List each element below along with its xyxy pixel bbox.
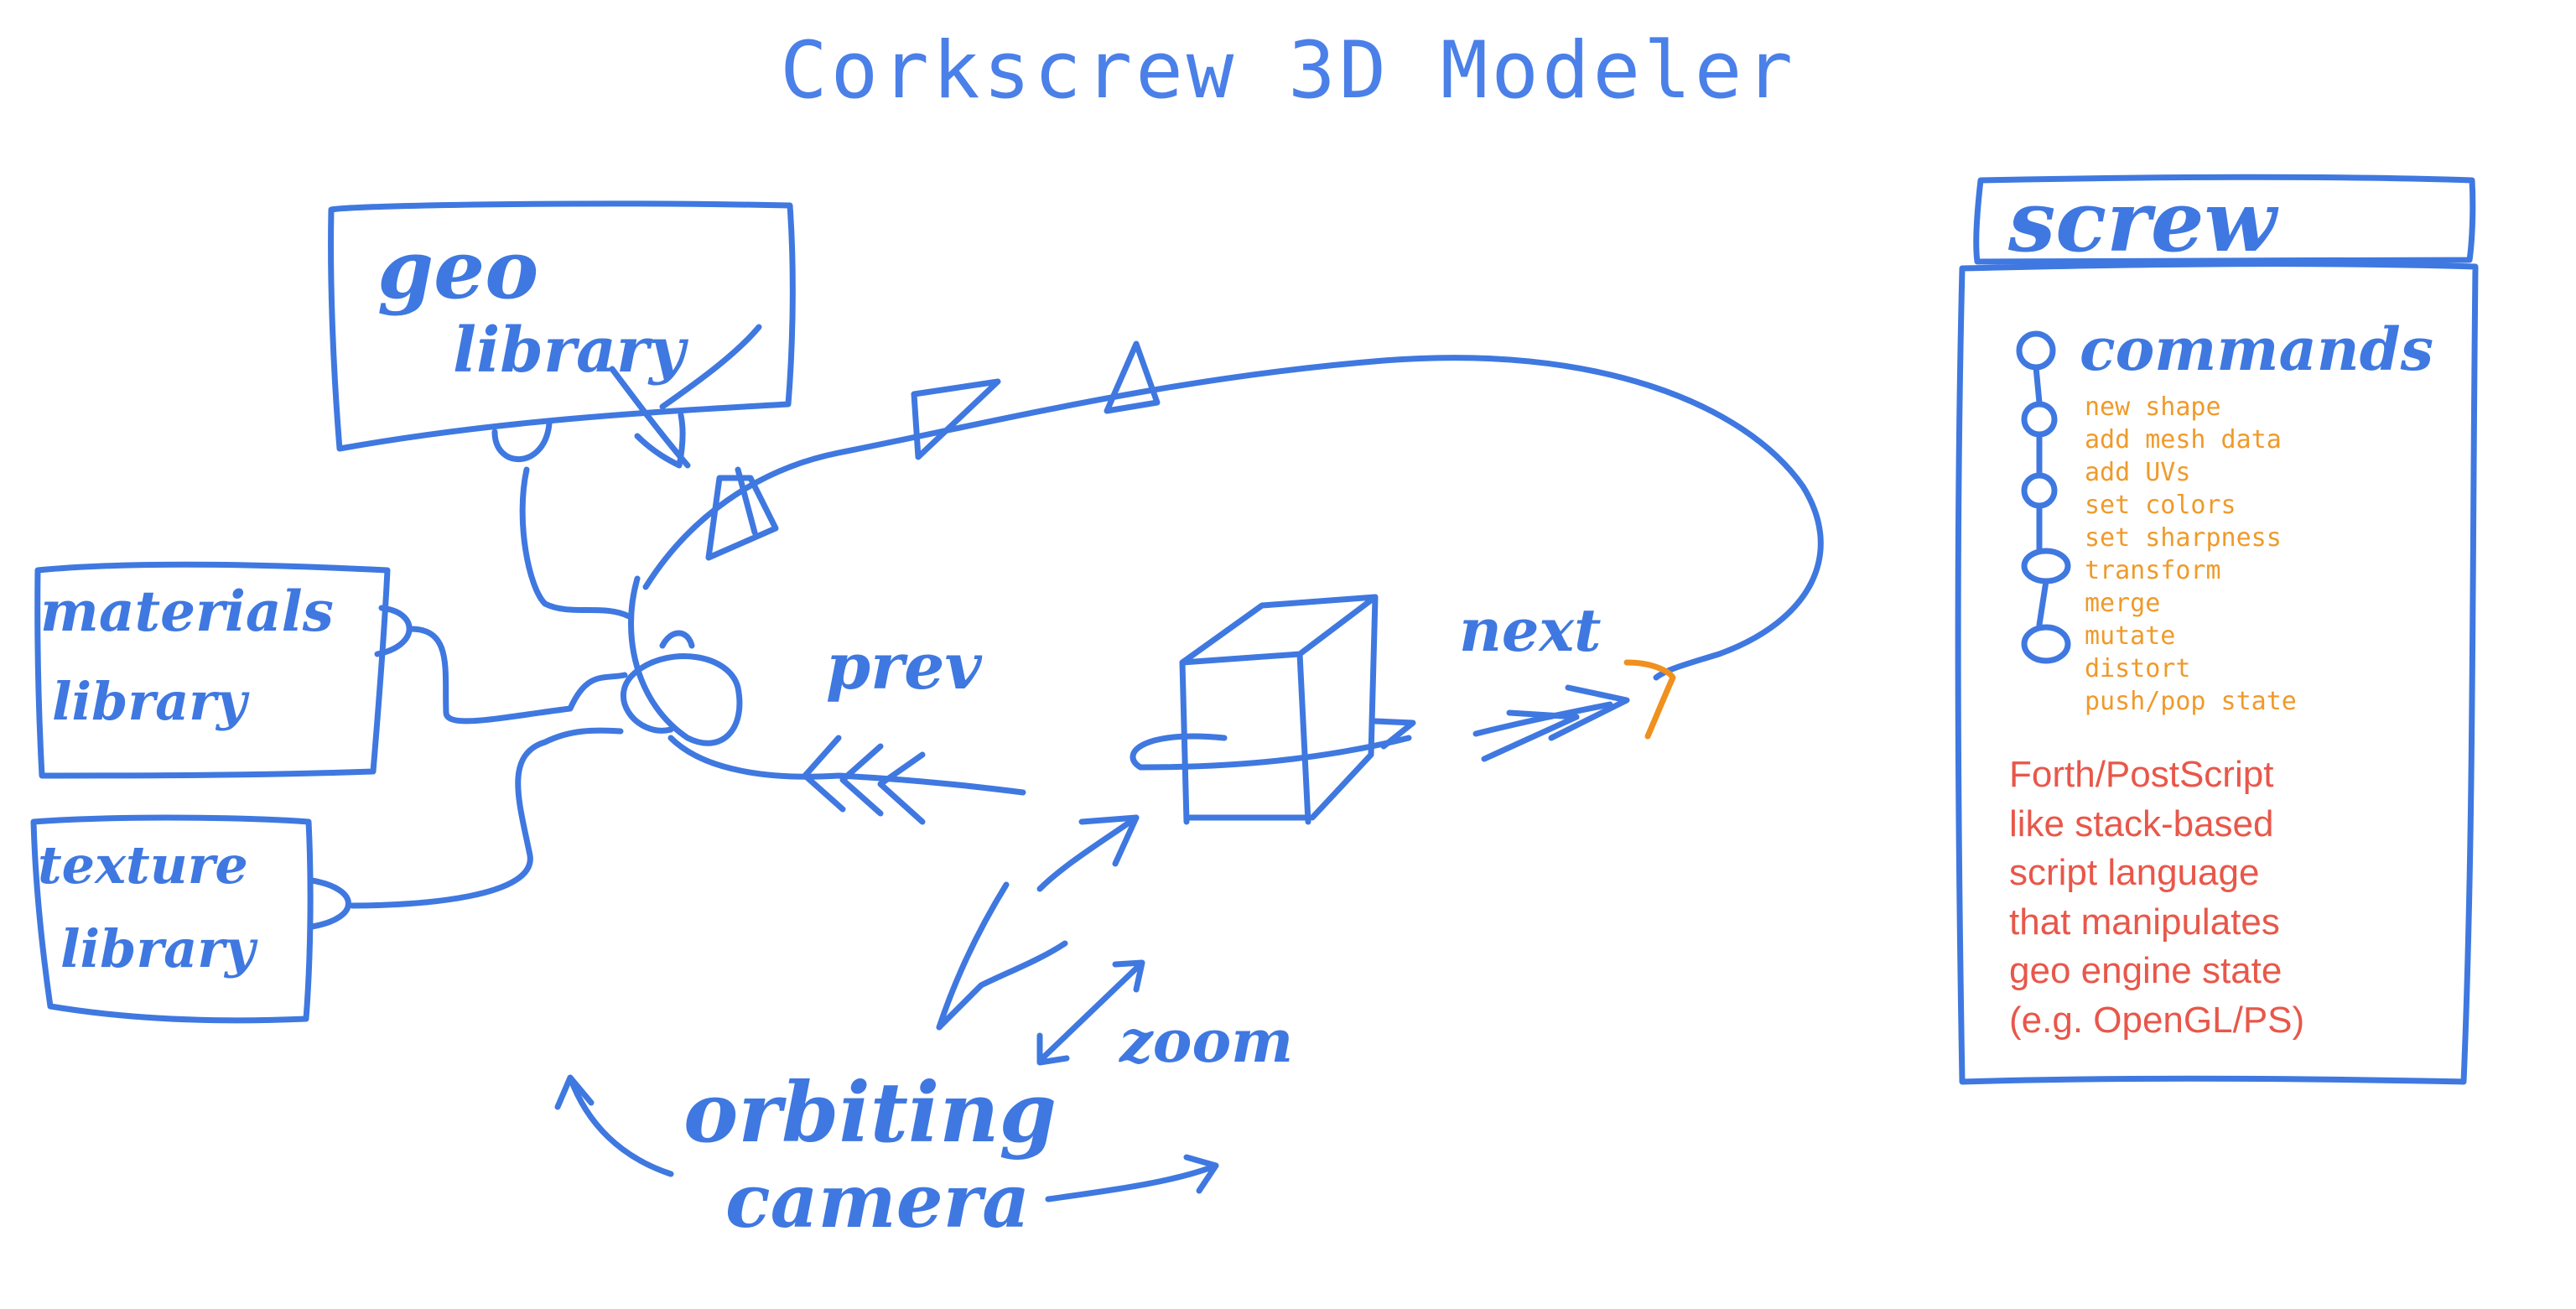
prev-return-path	[667, 735, 1026, 796]
prev-arrow	[802, 735, 926, 825]
description-line: that manipulates	[2009, 901, 2280, 943]
texture-library-connector	[349, 727, 624, 909]
command-item[interactable]: push/pop state	[2085, 687, 2297, 716]
geo-library-label: geo	[377, 222, 539, 317]
texture-library-sublabel: library	[60, 918, 255, 979]
orbit-left-arrow	[554, 1074, 674, 1177]
screw-header-label: screw	[2008, 172, 2277, 271]
page-title: Corkscrew 3D Modeler	[780, 25, 1796, 117]
geo-to-loop-arrow	[609, 324, 762, 469]
description-line: like stack-based	[2009, 803, 2274, 844]
zoom-arrow	[1036, 959, 1145, 1066]
command-item[interactable]: add mesh data	[2085, 425, 2282, 455]
next-arrow-head-orange	[1623, 659, 1676, 740]
camera-to-cube-arrow	[936, 814, 1140, 1031]
description-line: Forth/PostScript	[2009, 754, 2274, 795]
description-line: geo engine state	[2009, 950, 2283, 991]
camera-label-line2: camera	[725, 1157, 1031, 1244]
texture-library-box[interactable]	[30, 814, 351, 1024]
screw-description: Forth/PostScript like stack-based script…	[2009, 751, 2479, 1045]
cube-model[interactable]	[1130, 594, 1416, 825]
command-item[interactable]: distort	[2085, 654, 2191, 683]
screw-body-box	[1955, 261, 2479, 1085]
materials-library-connector	[408, 626, 628, 725]
zoom-label: zoom	[1119, 1006, 1294, 1076]
command-item[interactable]: set colors	[2085, 491, 2236, 520]
materials-library-label: materials	[40, 579, 334, 644]
command-list: new shape add mesh data add UVs set colo…	[2085, 391, 2297, 718]
orbit-right-arrow	[1045, 1154, 1219, 1203]
orbit-hub	[620, 575, 743, 746]
geo-library-sublabel: library	[453, 314, 685, 387]
description-line: script language	[2009, 852, 2260, 893]
command-item[interactable]: add UVs	[2085, 458, 2191, 487]
description-line: (e.g. OpenGL/PS)	[2009, 999, 2305, 1041]
materials-library-sublabel: library	[52, 671, 247, 732]
command-item[interactable]: mutate	[2085, 621, 2176, 651]
command-item[interactable]: new shape	[2085, 392, 2221, 422]
screw-header-box	[1973, 174, 2476, 265]
orbit-loop	[642, 355, 1824, 681]
next-arrow	[1472, 684, 1630, 762]
commands-heading: commands	[2080, 314, 2434, 384]
command-item[interactable]: transform	[2085, 556, 2221, 585]
triangle-shape	[1104, 340, 1161, 414]
command-item[interactable]: set sharpness	[2085, 523, 2282, 553]
next-label: next	[1459, 595, 1602, 665]
camera-label-line1: orbiting	[683, 1065, 1057, 1161]
trapezoid-shape	[911, 378, 1001, 460]
prev-label: prev	[826, 629, 982, 704]
command-stack-chain	[2016, 330, 2071, 664]
geo-library-box[interactable]	[328, 200, 796, 463]
screw-panel[interactable]	[1955, 174, 2479, 1085]
pyramid-shape	[705, 466, 779, 561]
command-item[interactable]: merge	[2085, 589, 2161, 618]
geo-library-connector	[519, 466, 632, 620]
texture-library-label: texture	[38, 834, 248, 896]
